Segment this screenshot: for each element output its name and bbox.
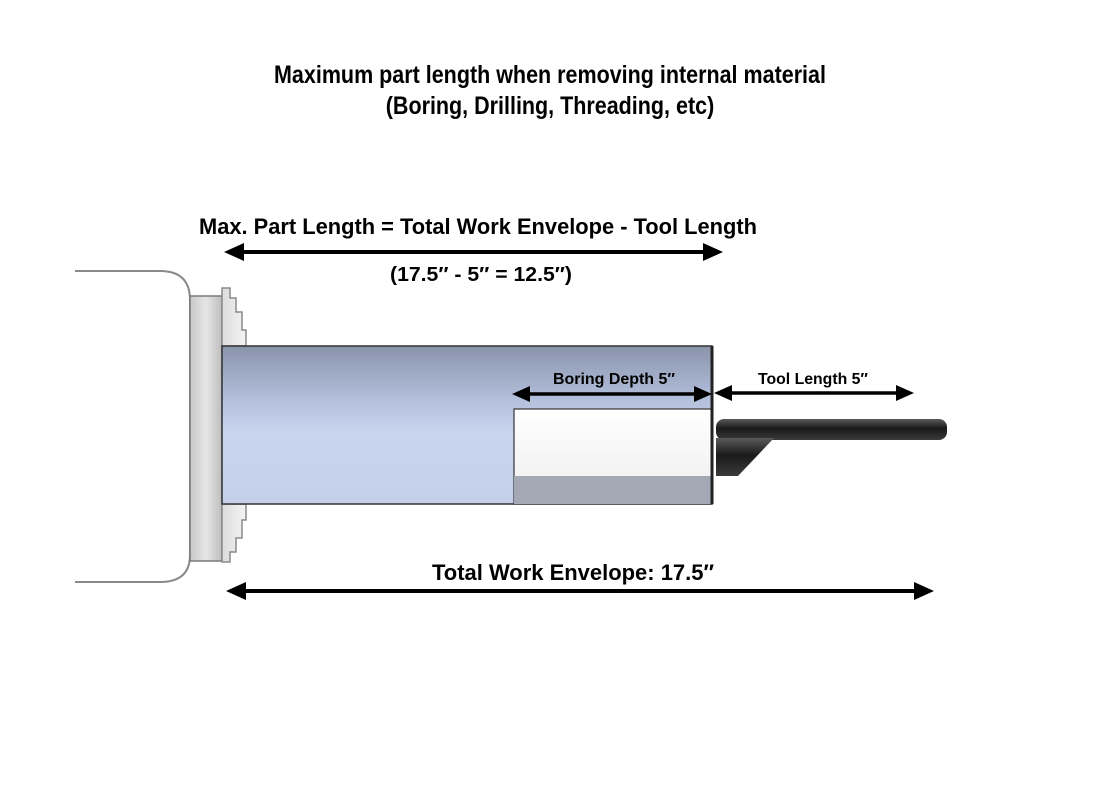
boring-depth-label: Boring Depth 5″ <box>553 371 675 388</box>
chuck-jaw-lower <box>221 503 247 563</box>
tool-length-arrow <box>714 385 914 401</box>
calculation-label: (17.5″ - 5″ = 12.5″) <box>390 264 572 286</box>
formula-label: Max. Part Length = Total Work Envelope -… <box>199 214 757 239</box>
max-part-length-arrow <box>224 243 723 261</box>
tool-holder <box>716 438 774 476</box>
tool-length-label: Tool Length 5″ <box>758 371 868 388</box>
title-line-2: (Boring, Drilling, Threading, etc) <box>385 92 715 120</box>
boring-bar <box>716 419 947 440</box>
boring-depth-arrow <box>512 386 712 402</box>
total-envelope-label: Total Work Envelope: 17.5″ <box>432 560 714 585</box>
title-line-1: Maximum part length when removing intern… <box>274 61 826 89</box>
bore-shadow <box>514 476 712 504</box>
chuck-face <box>189 295 223 562</box>
total-envelope-arrow <box>226 582 934 600</box>
chuck-jaw-upper <box>221 287 247 347</box>
headstock <box>75 270 191 583</box>
